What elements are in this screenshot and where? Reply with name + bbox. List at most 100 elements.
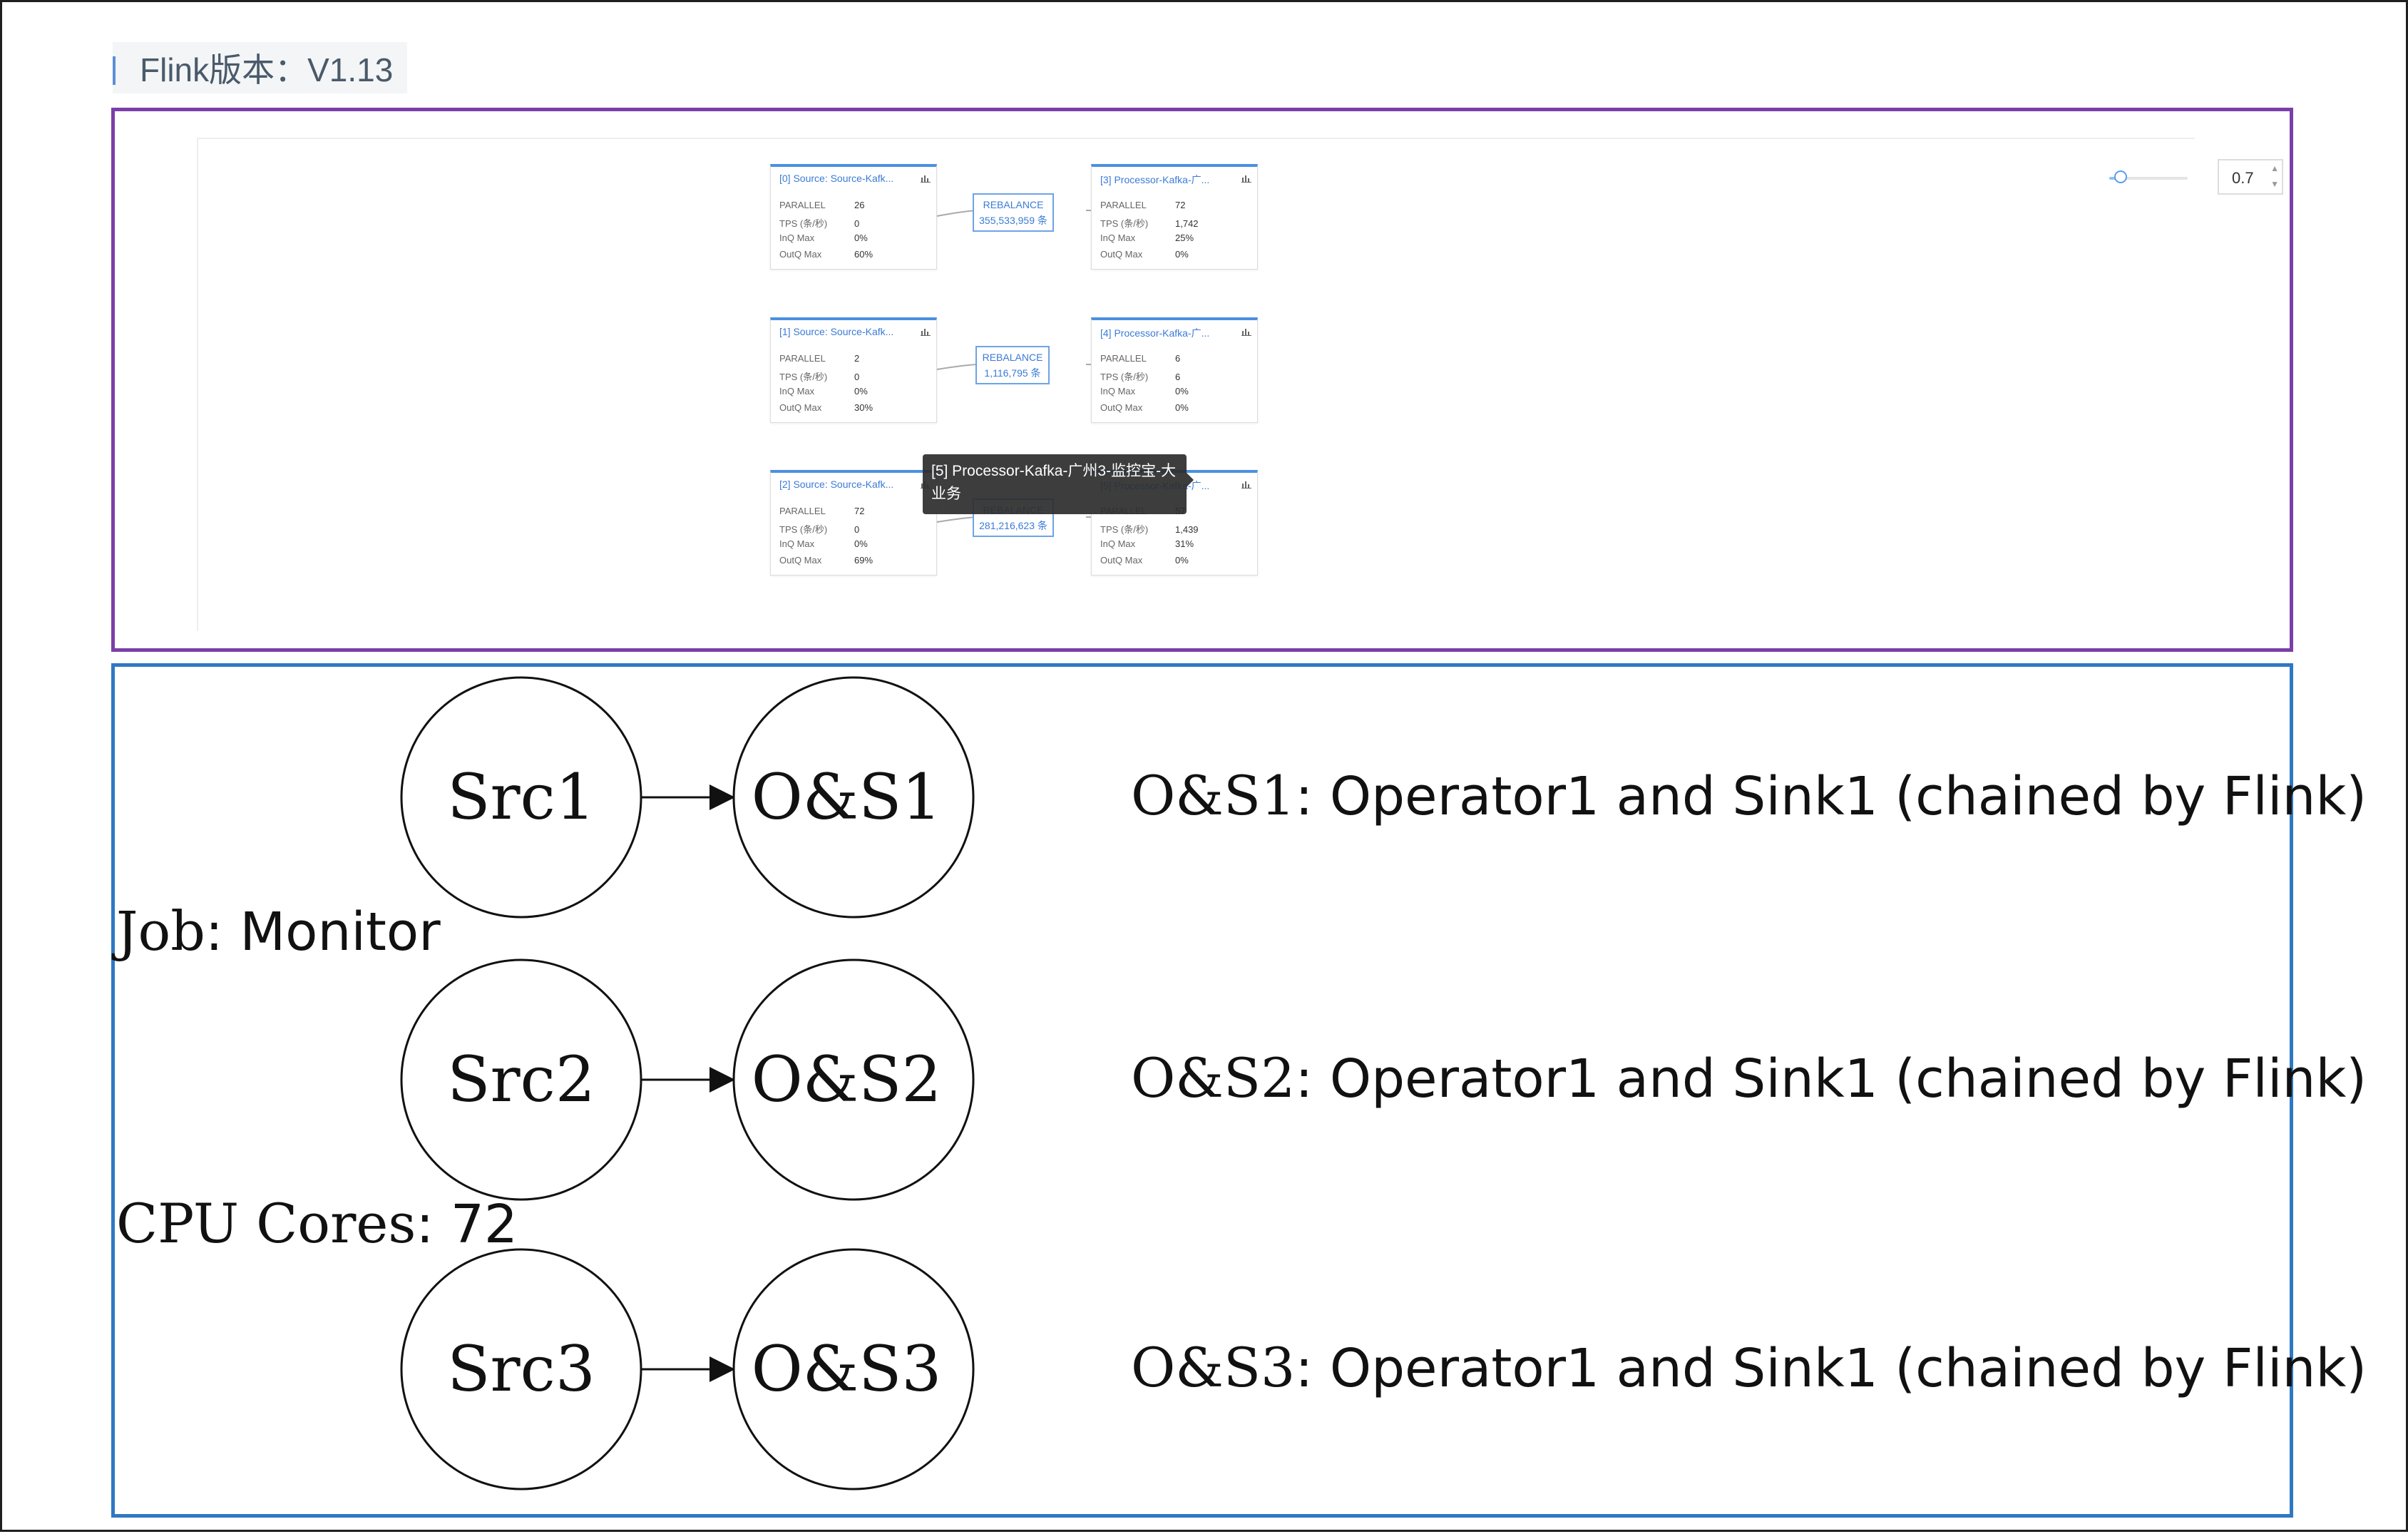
edge-value: 1,116,795 条 xyxy=(984,367,1041,379)
bar-chart-icon[interactable] xyxy=(1241,327,1251,336)
row-value-inq: 0% xyxy=(1175,386,1189,397)
src-label-1: Src1 xyxy=(447,760,595,834)
description-key: O&S3 xyxy=(1131,1336,1296,1399)
tooltip-arrow xyxy=(1187,473,1194,487)
zoom-slider-track xyxy=(2109,177,2188,180)
zoom-slider-fill xyxy=(2109,177,2117,180)
version-accent-bar xyxy=(113,56,116,85)
row-key-parallel: PARALLEL xyxy=(779,506,826,516)
row-value-outq: 60% xyxy=(854,249,873,260)
job-key: Job xyxy=(116,899,205,963)
row-value-tps: 6 xyxy=(1175,372,1181,382)
row-value-inq: 25% xyxy=(1175,232,1194,243)
graph-edge-1[interactable]: REBALANCE 1,116,795 条 xyxy=(975,346,1050,384)
row-key-inq: InQ Max xyxy=(1100,538,1136,549)
job-label: Job: Monitor xyxy=(116,899,441,963)
diagram-row-1: Src1 O&S1 xyxy=(400,676,975,919)
bar-chart-icon[interactable] xyxy=(921,174,931,183)
zoom-slider[interactable] xyxy=(2109,168,2188,189)
description-key: O&S2 xyxy=(1131,1046,1296,1110)
row-key-inq: InQ Max xyxy=(779,538,815,549)
diagram-row-2: Src2 O&S2 xyxy=(400,958,975,1201)
src-label-2: Src2 xyxy=(447,1043,595,1116)
row-value-outq: 0% xyxy=(1175,555,1189,566)
version-label: Flink版本：V1.13 xyxy=(113,42,408,93)
row-key-inq: InQ Max xyxy=(1100,386,1136,397)
row-description-2: O&S2: Operator1 and Sink1 (chained by Fl… xyxy=(1131,1046,2367,1110)
description-key: O&S1 xyxy=(1131,764,1296,827)
row-key-tps: TPS (条/秒) xyxy=(1100,372,1149,382)
row-key-tps: TPS (条/秒) xyxy=(1100,218,1149,229)
row-key-outq: OutQ Max xyxy=(1100,555,1143,566)
topology-diagram-panel xyxy=(111,663,2293,1518)
os-node-1 xyxy=(732,676,975,919)
cpu-label: CPU Cores: 72 xyxy=(116,1192,518,1255)
description-text: : Operator1 and Sink1 (chained by Flink) xyxy=(1295,1338,2367,1399)
row-value-inq: 31% xyxy=(1175,538,1194,549)
graph-edge-0[interactable]: REBALANCE 355,533,959 条 xyxy=(973,193,1054,232)
row-key-tps: TPS (条/秒) xyxy=(779,524,828,535)
os-node-3 xyxy=(732,1248,975,1490)
src-label-3: Src3 xyxy=(447,1332,595,1406)
row-key-parallel: PARALLEL xyxy=(779,353,826,364)
row-value-outq: 30% xyxy=(854,402,873,413)
row-key-tps: TPS (条/秒) xyxy=(779,372,828,382)
row-value-parallel: 2 xyxy=(854,353,860,364)
chevron-down-icon[interactable]: ▼ xyxy=(2270,179,2279,189)
row-description-3: O&S3: Operator1 and Sink1 (chained by Fl… xyxy=(1131,1336,2367,1399)
row-value-tps: 1,742 xyxy=(1175,218,1199,229)
row-value-parallel: 72 xyxy=(854,506,865,516)
row-key-outq: OutQ Max xyxy=(1100,402,1143,413)
cpu-key: CPU Cores xyxy=(116,1192,416,1255)
row-value-inq: 0% xyxy=(854,538,868,549)
row-value-tps: 0 xyxy=(854,524,860,535)
cpu-value: : 72 xyxy=(416,1194,518,1255)
edge-value: 355,533,959 条 xyxy=(979,215,1047,226)
os-label-2: O&S2 xyxy=(752,1043,942,1116)
edge-value: 281,216,623 条 xyxy=(979,520,1047,531)
os-node-2 xyxy=(732,958,975,1201)
description-text: : Operator1 and Sink1 (chained by Flink) xyxy=(1295,766,2367,827)
row-key-outq: OutQ Max xyxy=(1100,249,1143,260)
zoom-input[interactable]: 0.7 ▲ ▼ xyxy=(2218,159,2283,195)
row-description-1: O&S1: Operator1 and Sink1 (chained by Fl… xyxy=(1131,764,2367,827)
row-value-inq: 0% xyxy=(854,386,868,397)
row-key-outq: OutQ Max xyxy=(779,249,822,260)
row-key-outq: OutQ Max xyxy=(779,555,822,566)
row-key-outq: OutQ Max xyxy=(779,402,822,413)
tooltip-text: [5] Processor-Kafka-广州3-监控宝-大业务 xyxy=(931,463,1177,502)
row-value-parallel: 72 xyxy=(1175,200,1186,210)
row-value-parallel: 26 xyxy=(854,200,865,210)
row-value-tps: 0 xyxy=(854,372,860,382)
row-key-tps: TPS (条/秒) xyxy=(1100,524,1149,535)
zoom-slider-thumb[interactable] xyxy=(2114,170,2127,183)
row-key-parallel: PARALLEL xyxy=(779,200,826,210)
row-key-inq: InQ Max xyxy=(779,386,815,397)
os-label-1: O&S1 xyxy=(752,760,942,834)
bar-chart-icon[interactable] xyxy=(1241,480,1251,489)
row-key-parallel: PARALLEL xyxy=(1100,200,1147,210)
row-key-inq: InQ Max xyxy=(779,232,815,243)
os-label-3: O&S3 xyxy=(752,1332,942,1406)
diagram-row-3: Src3 O&S3 xyxy=(400,1248,975,1490)
row-value-tps: 1,439 xyxy=(1175,524,1199,535)
edge-label: REBALANCE xyxy=(982,352,1043,363)
chevron-up-icon[interactable]: ▲ xyxy=(2270,163,2279,173)
bar-chart-icon[interactable] xyxy=(921,327,931,336)
row-key-inq: InQ Max xyxy=(1100,232,1136,243)
row-value-outq: 0% xyxy=(1175,249,1189,260)
edge-label: REBALANCE xyxy=(983,199,1044,210)
row-value-tps: 0 xyxy=(854,218,860,229)
job-value: : Monitor xyxy=(205,901,441,963)
description-text: : Operator1 and Sink1 (chained by Flink) xyxy=(1295,1048,2367,1110)
row-value-inq: 0% xyxy=(854,232,868,243)
bar-chart-icon[interactable] xyxy=(1241,174,1251,183)
